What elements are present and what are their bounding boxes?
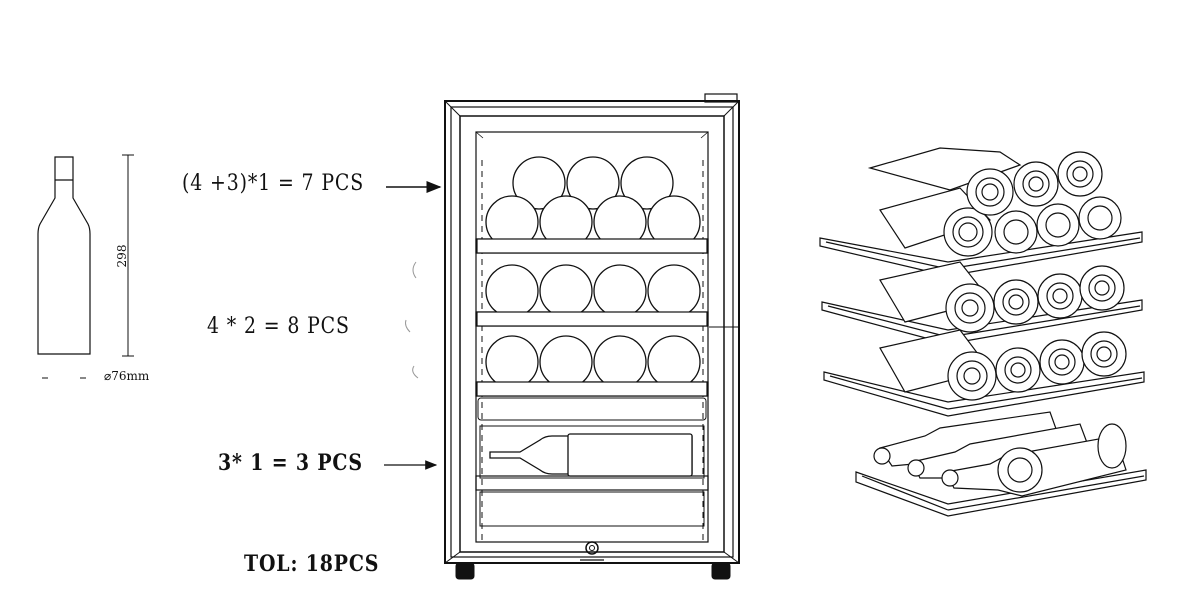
bottle-drawing xyxy=(37,156,91,355)
shelf-1-capacity: (4 +3)*1 = 7 PCS xyxy=(182,171,365,196)
shelf-3-bottles xyxy=(485,335,701,389)
bottle-height-dimension xyxy=(122,154,134,357)
shelf-2-capacity: 4 * 2 = 8 PCS xyxy=(207,314,350,339)
side-marks xyxy=(405,261,419,379)
tier-1 xyxy=(819,147,1143,277)
tier-4 xyxy=(855,411,1147,517)
shelf-perspective-view xyxy=(819,147,1147,517)
tier-3 xyxy=(823,329,1145,417)
shelf-3-capacity: 3* 1 = 3 PCS xyxy=(218,450,363,476)
total-capacity: TOL: 18PCS xyxy=(244,551,380,577)
shelf-2-bottles xyxy=(485,264,701,318)
cabinet-feet xyxy=(455,562,731,580)
drawer-bottle xyxy=(489,433,693,477)
tier-2 xyxy=(821,261,1143,345)
shelf-1-bottles xyxy=(485,156,701,249)
cabinet-front-view xyxy=(444,93,740,564)
bottle-height-label: 298 xyxy=(115,245,129,268)
bottle-diameter-label: ⌀76mm xyxy=(104,369,150,383)
